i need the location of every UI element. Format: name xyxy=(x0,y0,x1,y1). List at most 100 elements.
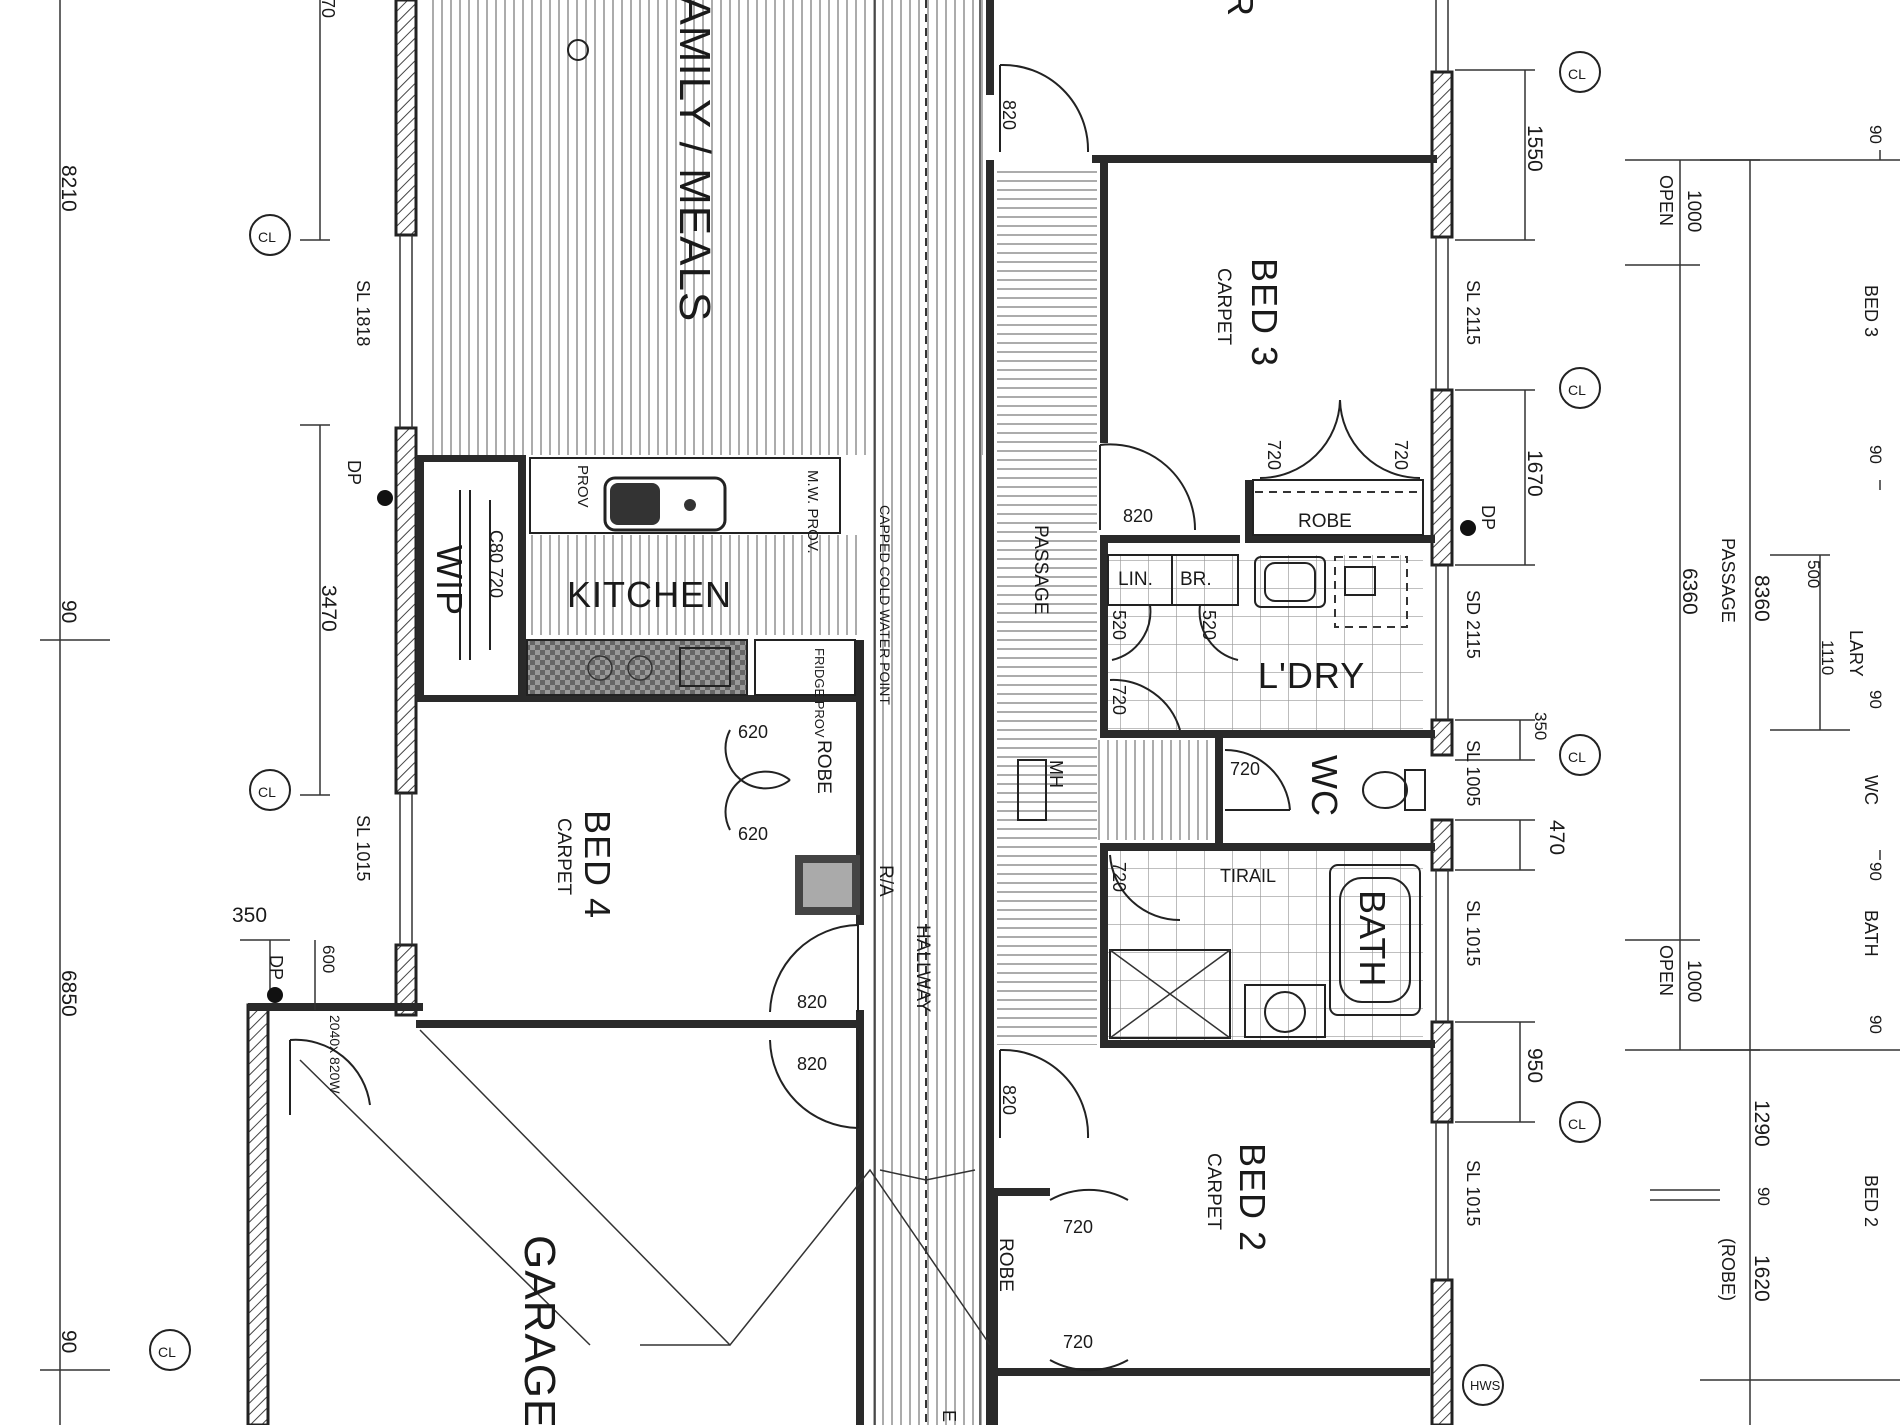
dimension-lines xyxy=(40,0,1900,1425)
robe-bed3 xyxy=(1252,479,1424,536)
sl1015-west: SL 1015 xyxy=(353,815,373,881)
top-r-label: R xyxy=(1220,0,1261,17)
dim-8360: 8360 xyxy=(1750,575,1773,622)
sd2115-label: SD 2115 xyxy=(1463,590,1483,659)
door-720-g: 720 xyxy=(1109,862,1129,892)
shower xyxy=(1109,949,1231,1039)
door-820-a: 820 xyxy=(999,100,1019,130)
door-820-b: 820 xyxy=(1123,506,1153,526)
dim-90-r2: 90 xyxy=(1866,445,1885,464)
cl-markers xyxy=(149,39,1601,1406)
door-820-d: 820 xyxy=(797,1054,827,1074)
door-720-c: 720 xyxy=(1063,1217,1093,1237)
door-720-e: 720 xyxy=(1109,685,1129,715)
bed3-label: BED 3 xyxy=(1244,258,1285,367)
lin-label: LIN. xyxy=(1118,569,1153,590)
garage-roof-lines xyxy=(299,1029,991,1347)
dim-470: 470 xyxy=(1545,820,1568,855)
ra-label: R/A xyxy=(875,865,896,897)
door-720-b: 720 xyxy=(1391,440,1411,470)
dim-90-left2: 90 xyxy=(57,1330,80,1353)
kitchen-cooktop xyxy=(526,639,748,696)
kitchen-floor xyxy=(525,535,860,635)
hws-label: HWS xyxy=(1470,1378,1501,1393)
west-wall-low xyxy=(394,943,418,1017)
mh-label: MH xyxy=(1046,760,1066,788)
dim-1000-top: 1000 xyxy=(1683,190,1704,232)
east-wall-2 xyxy=(1430,388,1454,567)
passage-side-label: PASSAGE xyxy=(1718,538,1738,623)
bed3-side-label: BED 3 xyxy=(1861,285,1881,337)
c80-label: C80 720 xyxy=(486,530,506,598)
lary-side-label: LARY xyxy=(1846,630,1866,677)
dim-70: 70 xyxy=(318,0,338,18)
dim-1550: 1550 xyxy=(1523,125,1546,172)
fridge xyxy=(754,639,856,696)
dp-garage: DP xyxy=(266,955,286,980)
kitchen-island xyxy=(529,457,841,534)
cl-text-4: CL xyxy=(1568,66,1586,82)
cl-text-1: CL xyxy=(258,229,276,245)
sl2115-label: SL 2115 xyxy=(1463,280,1483,345)
bed2-side-label: BED 2 xyxy=(1861,1175,1881,1227)
dim-6360: 6360 xyxy=(1678,568,1701,615)
garage-label: GARAGE xyxy=(515,1235,564,1425)
e-label: E xyxy=(939,1410,959,1422)
sl1005-label: SL 1005 xyxy=(1463,740,1483,806)
dim-90-r4: 90 xyxy=(1866,862,1885,881)
bath-side-label: BATH xyxy=(1861,910,1881,957)
hallway-label: HALLWAY xyxy=(912,925,933,1013)
door-520-a: 520 xyxy=(1109,610,1129,640)
bed4-label: BED 4 xyxy=(577,810,618,919)
bed3-carpet: CARPET xyxy=(1213,268,1234,345)
east-wall-5 xyxy=(1430,1020,1454,1124)
dim-1000-bottom: 1000 xyxy=(1683,960,1704,1002)
dim-950: 950 xyxy=(1523,1048,1546,1083)
internal-walls xyxy=(248,0,1437,1425)
cl-text-5: CL xyxy=(1568,382,1586,398)
cl-text-2: CL xyxy=(258,784,276,800)
dim-1290: 1290 xyxy=(1750,1100,1773,1147)
bed2-carpet: CARPET xyxy=(1203,1153,1224,1230)
br-label: BR. xyxy=(1180,569,1212,590)
dim-1620: 1620 xyxy=(1750,1255,1773,1302)
dim-500: 500 xyxy=(1804,560,1823,588)
wc-side-label: WC xyxy=(1861,775,1881,805)
door-720-a: 720 xyxy=(1264,440,1284,470)
fridge-prov-label: FRIDGE PROV xyxy=(812,648,827,738)
family-meals-label: FAMILY / MEALS xyxy=(670,0,719,322)
prov-label: PROV xyxy=(574,465,591,508)
dim-6850: 6850 xyxy=(57,970,80,1017)
door-720-f: 720 xyxy=(1230,759,1260,779)
downpipe-marker-garage xyxy=(267,987,283,1003)
sl1015-east: SL 1015 xyxy=(1463,900,1483,966)
dim-8210: 8210 xyxy=(57,165,80,212)
door-820-c: 820 xyxy=(797,992,827,1012)
door-620-a: 620 xyxy=(738,722,768,742)
door-820-e: 820 xyxy=(999,1085,1019,1115)
doors xyxy=(289,63,1421,1372)
door-720-d: 720 xyxy=(1063,1332,1093,1352)
dim-350-east: 350 xyxy=(1531,712,1550,740)
robe-bed4-label: ROBE xyxy=(813,740,834,794)
door-520-b: 520 xyxy=(1199,610,1219,640)
robe-paren: (ROBE) xyxy=(1718,1238,1738,1301)
kitchen-label: KITCHEN xyxy=(567,574,732,615)
west-wall-top xyxy=(394,0,418,237)
bath-tub xyxy=(1329,864,1421,1016)
bath-label: BATH xyxy=(1352,890,1393,987)
dim-1670: 1670 xyxy=(1523,450,1546,497)
dim-90-r1: 90 xyxy=(1866,125,1885,144)
robe-bed2-label: ROBE xyxy=(995,1238,1016,1292)
downpipe-marker-east xyxy=(1460,520,1476,536)
dp-west: DP xyxy=(344,460,364,485)
cl-text-6: CL xyxy=(1568,749,1586,765)
downpipe-marker xyxy=(377,490,393,506)
dim-90-left: 90 xyxy=(57,600,80,623)
manhole xyxy=(1017,759,1047,821)
bed4-carpet: CARPET xyxy=(553,818,574,895)
dim-1110: 1110 xyxy=(1818,640,1837,675)
open-top: OPEN xyxy=(1656,175,1676,226)
passage-floor xyxy=(997,165,1097,1045)
dim-90-r5: 90 xyxy=(1866,1015,1885,1034)
